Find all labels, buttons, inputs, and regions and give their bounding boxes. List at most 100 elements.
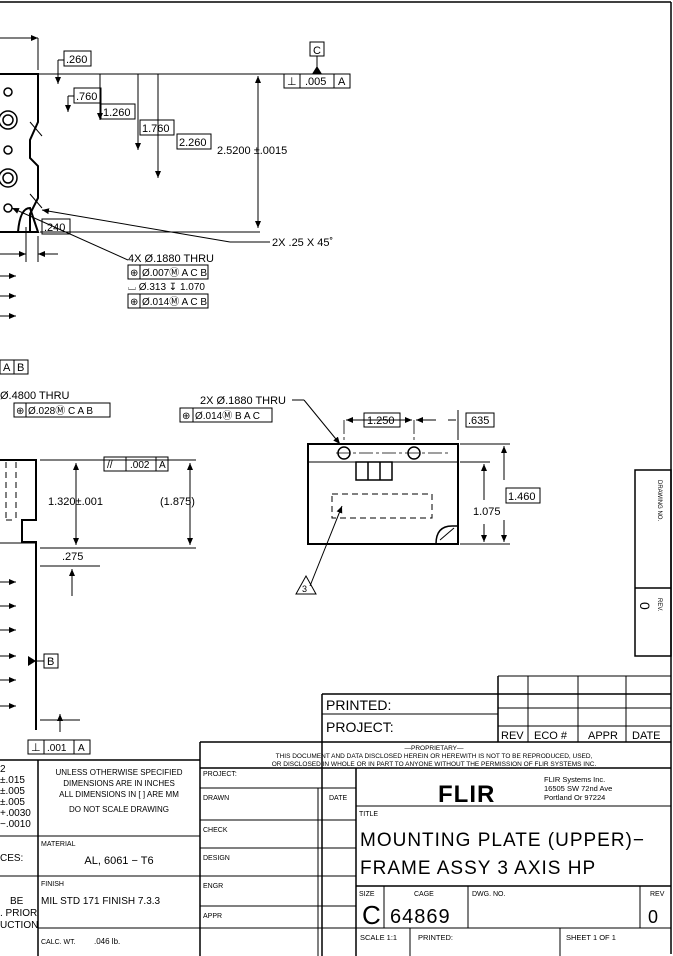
spec-line4: DO NOT SCALE DRAWING xyxy=(69,805,169,814)
parallel-tol: .002 xyxy=(130,460,150,471)
spec-line2: DIMENSIONS ARE IN INCHES xyxy=(63,779,175,788)
rev-label: REV xyxy=(650,891,665,898)
dim-260: .260 xyxy=(66,54,87,66)
calc-label: CALC. WT. xyxy=(41,939,76,946)
tol-4: +.0030 xyxy=(0,808,31,819)
holes2x-title: 2X Ø.1880 THRU xyxy=(200,395,286,407)
title-label: TITLE xyxy=(359,811,378,818)
tol-5: −.0010 xyxy=(0,819,31,830)
datum-c: C xyxy=(313,45,321,57)
hole-note-4x: 4X Ø.1880 THRU ⊕ Ø.007Ⓜ A C B ⌴ Ø.313 ↧ … xyxy=(127,253,214,309)
rev-header-date: DATE xyxy=(632,730,661,742)
spec-line3: ALL DIMENSIONS IN [ ] ARE MM xyxy=(59,790,179,799)
hole-circle xyxy=(3,87,13,97)
title-block: TITLE MOUNTING PLATE (UPPER)− FRAME ASSY… xyxy=(356,811,671,956)
holes4x-pos1: Ø.007Ⓜ A C B xyxy=(142,267,207,279)
flag-note: 3 xyxy=(302,584,307,594)
dim-1460: 1.460 xyxy=(508,491,536,503)
datum-ab-right: B xyxy=(17,362,24,374)
dim-1875: (1.875) xyxy=(160,496,195,508)
tol-1: ±.015 xyxy=(0,775,25,786)
dim-275: .275 xyxy=(62,551,83,563)
company-address2: Portland Or 97224 xyxy=(544,793,605,802)
holes2x-fcf: Ø.014Ⓜ B A C xyxy=(195,410,260,422)
dim-240: .240 xyxy=(44,222,65,234)
proprietary-line1: THIS DOCUMENT AND DATA DISCLOSED HEREIN … xyxy=(276,753,593,760)
signoff-date: DATE xyxy=(329,795,347,802)
printed-label: PRINTED: xyxy=(326,697,391,713)
front-view-dims: 1.320±.001 (1.875) .275 // .002 A B ⊥ .0… xyxy=(27,456,195,755)
dwg-label: DWG. NO. xyxy=(472,891,505,898)
holes4x-pos2: Ø.014Ⓜ A C B xyxy=(142,296,207,308)
tol-0: 2 xyxy=(0,764,6,775)
dim-760: .760 xyxy=(76,91,97,103)
tolerance-block: 2 ±.015 ±.005 ±.005 +.0030 −.0010 CES: B… xyxy=(0,759,200,956)
scale: SCALE 1:1 xyxy=(360,933,397,942)
spec-line1: UNLESS OTHERWISE SPECIFIED xyxy=(56,768,183,777)
spec-block: UNLESS OTHERWISE SPECIFIED DIMENSIONS AR… xyxy=(38,768,200,946)
title-line1: MOUNTING PLATE (UPPER)− xyxy=(360,830,645,851)
signoff-check: CHECK xyxy=(203,827,228,834)
tol-2: ±.005 xyxy=(0,786,25,797)
datum-b: B xyxy=(47,656,54,668)
proprietary-heading: —PROPRIETARY— xyxy=(405,745,464,752)
holes4x-cbore: ⌴ Ø.313 ↧ 1.070 xyxy=(128,282,205,293)
rev-header-rev: REV xyxy=(501,730,524,742)
perp-bottom-ref: A xyxy=(78,743,85,754)
side-view-dims: 1.250 .635 1.075 1.460 xyxy=(363,412,541,518)
dim-1250: 1.250 xyxy=(367,415,395,427)
tol-be-1: . PRIOR xyxy=(0,908,37,919)
perp-ref: A xyxy=(338,76,346,88)
front-view xyxy=(0,459,196,732)
hole-note-2x: 2X Ø.1880 THRU ⊕ Ø.014Ⓜ B A C xyxy=(179,395,341,445)
holes4x-title: 4X Ø.1880 THRU xyxy=(128,253,214,265)
finish-value: MIL STD 171 FINISH 7.3.3 xyxy=(41,896,161,907)
rev-header-eco: ECO # xyxy=(534,730,568,742)
dim-1075: 1.075 xyxy=(473,506,501,518)
dim-1320: 1.320±.001 xyxy=(48,496,103,508)
dim-1760: 1.760 xyxy=(142,123,170,135)
svg-text:⊕: ⊕ xyxy=(16,406,24,417)
hole-note-small: A B Ø.4800 THRU ⊕ Ø.028Ⓜ C A B xyxy=(0,359,111,418)
drawing-number-tab: DRAWING NO. REV. 0 xyxy=(634,469,672,657)
signoff-design: DESIGN xyxy=(203,855,230,862)
revision-block: PRINTED: PROJECT: REV ECO # APPR DATE xyxy=(200,675,671,956)
size-label: SIZE xyxy=(359,891,375,898)
cage-value: 64869 xyxy=(390,906,451,928)
signoff-block: PROJECT: DRAWN DATE CHECK DESIGN ENGR AP… xyxy=(200,768,357,956)
signoff-project: PROJECT: xyxy=(203,771,237,778)
company-address1: 16505 SW 72nd Ave xyxy=(544,784,612,793)
hole-small-title: Ø.4800 THRU xyxy=(0,390,70,402)
size-value: C xyxy=(362,900,381,930)
perp-tol: .005 xyxy=(305,76,326,88)
finish-label: FINISH xyxy=(41,881,64,888)
company-block: FLIR FLIR Systems Inc. 16505 SW 72nd Ave… xyxy=(356,775,671,808)
perp-bottom-tol: .001 xyxy=(47,743,67,754)
parallel-ref: A xyxy=(159,460,166,471)
calc-value: .046 lb. xyxy=(94,937,120,946)
dim-1260: 1.260 xyxy=(103,107,131,119)
datum-ab-left: A xyxy=(3,362,11,374)
proprietary-strip: —PROPRIETARY— THIS DOCUMENT AND DATA DIS… xyxy=(199,742,671,956)
tab-rev-value: 0 xyxy=(637,602,653,610)
tol-be-0: BE xyxy=(10,896,24,907)
top-view xyxy=(0,35,320,319)
signoff-engr: ENGR xyxy=(203,883,223,890)
dim-2260: 2.260 xyxy=(179,137,207,149)
company-logo: FLIR xyxy=(438,781,495,808)
rev-header-appr: APPR xyxy=(588,730,618,742)
material-label: MATERIAL xyxy=(41,841,76,848)
perp-symbol: ⊥ xyxy=(287,76,297,88)
svg-text:⊕: ⊕ xyxy=(130,268,138,279)
signoff-appr: APPR xyxy=(203,913,222,920)
svg-text:⊕: ⊕ xyxy=(182,411,190,422)
dim-635: .635 xyxy=(468,415,489,427)
dim-25200: 2.5200 ±.0015 xyxy=(217,145,287,157)
top-view-dims: .260 .760 1.260 1.760 2.260 2.5200 ±.001… xyxy=(41,50,333,249)
tol-be-2: UCTION xyxy=(0,920,38,931)
parallel-symbol: // xyxy=(107,460,113,471)
rev-value: 0 xyxy=(648,907,658,927)
project-label: PROJECT: xyxy=(326,719,394,735)
tol-ces: CES: xyxy=(0,853,23,864)
